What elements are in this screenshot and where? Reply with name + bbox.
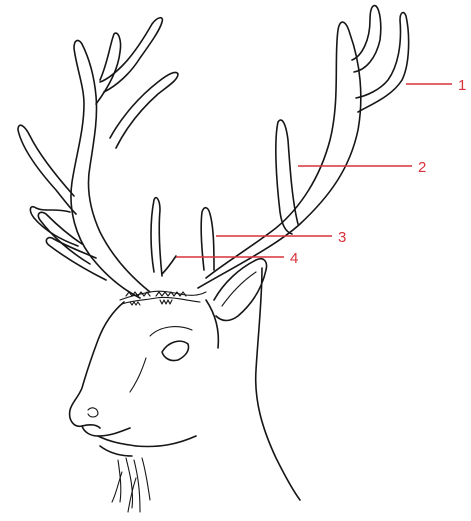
callout-number-3: 3: [338, 229, 346, 246]
right-antler: [198, 6, 409, 288]
left-antler: [18, 18, 178, 298]
callout-number-4: 4: [290, 250, 298, 267]
callout-leaders: [176, 84, 452, 257]
deer-head: [70, 259, 300, 512]
callout-number-1: 1: [458, 77, 466, 94]
callout-numbers: 1 2 3 4: [290, 77, 466, 267]
callout-number-2: 2: [418, 159, 426, 176]
